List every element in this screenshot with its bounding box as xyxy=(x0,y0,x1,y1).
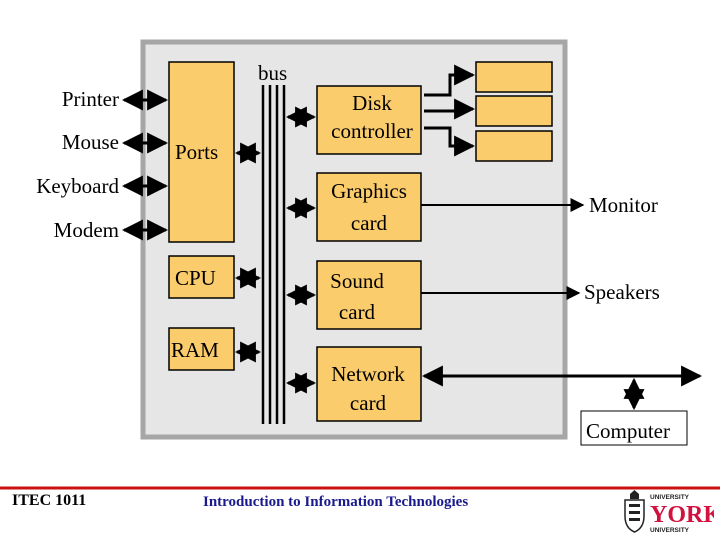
course-code: ITEC 1011 xyxy=(12,492,87,509)
ram-label: RAM xyxy=(171,338,219,362)
network-card-label-1: Network xyxy=(331,362,405,386)
disk-controller-label-2: controller xyxy=(331,119,413,143)
disk-drive-2 xyxy=(475,95,553,127)
network-card-box xyxy=(316,346,422,422)
keyboard-label: Keyboard xyxy=(36,174,119,198)
graphics-card-label-1: Graphics xyxy=(331,179,407,203)
monitor-label: Monitor xyxy=(589,193,658,217)
cpu-label: CPU xyxy=(175,266,216,290)
computer-label-box xyxy=(580,410,688,446)
drive-2-connection xyxy=(424,98,476,120)
disk-controller-box xyxy=(316,85,422,155)
graphics-card-label-2: card xyxy=(351,211,388,235)
logo-text-top: UNIVERSITY xyxy=(650,494,690,501)
drive-1-connection xyxy=(424,64,476,97)
sound-card-label-1: Sound xyxy=(330,269,384,293)
ram-box xyxy=(168,327,235,371)
york-logo: UNIVERSITY YORK UNIVERSITY xyxy=(624,490,714,534)
drive-3-connection xyxy=(424,126,476,157)
sound-card-label-2: card xyxy=(339,300,376,324)
network-card-label-2: card xyxy=(350,391,387,415)
disk-drive-3 xyxy=(475,130,553,162)
ports-label: Ports xyxy=(175,140,218,164)
cpu-box xyxy=(168,255,235,299)
speakers-label: Speakers xyxy=(584,280,660,304)
logo-text-bottom: UNIVERSITY xyxy=(650,527,690,534)
mouse-label: Mouse xyxy=(62,130,119,154)
printer-label: Printer xyxy=(62,87,119,111)
computer-label: Computer xyxy=(586,419,670,443)
bus-lines xyxy=(261,85,286,424)
bus-label: bus xyxy=(258,61,287,85)
crest-icon xyxy=(624,490,645,533)
ports-box xyxy=(168,61,235,243)
course-title: Introduction to Information Technologies xyxy=(203,494,469,510)
graphics-card-box xyxy=(316,172,422,242)
sound-card-box xyxy=(316,260,422,330)
modem-label: Modem xyxy=(54,218,119,242)
disk-controller-label-1: Disk xyxy=(352,91,392,115)
disk-drive-1 xyxy=(475,61,553,93)
logo-text-york: YORK xyxy=(650,502,714,528)
